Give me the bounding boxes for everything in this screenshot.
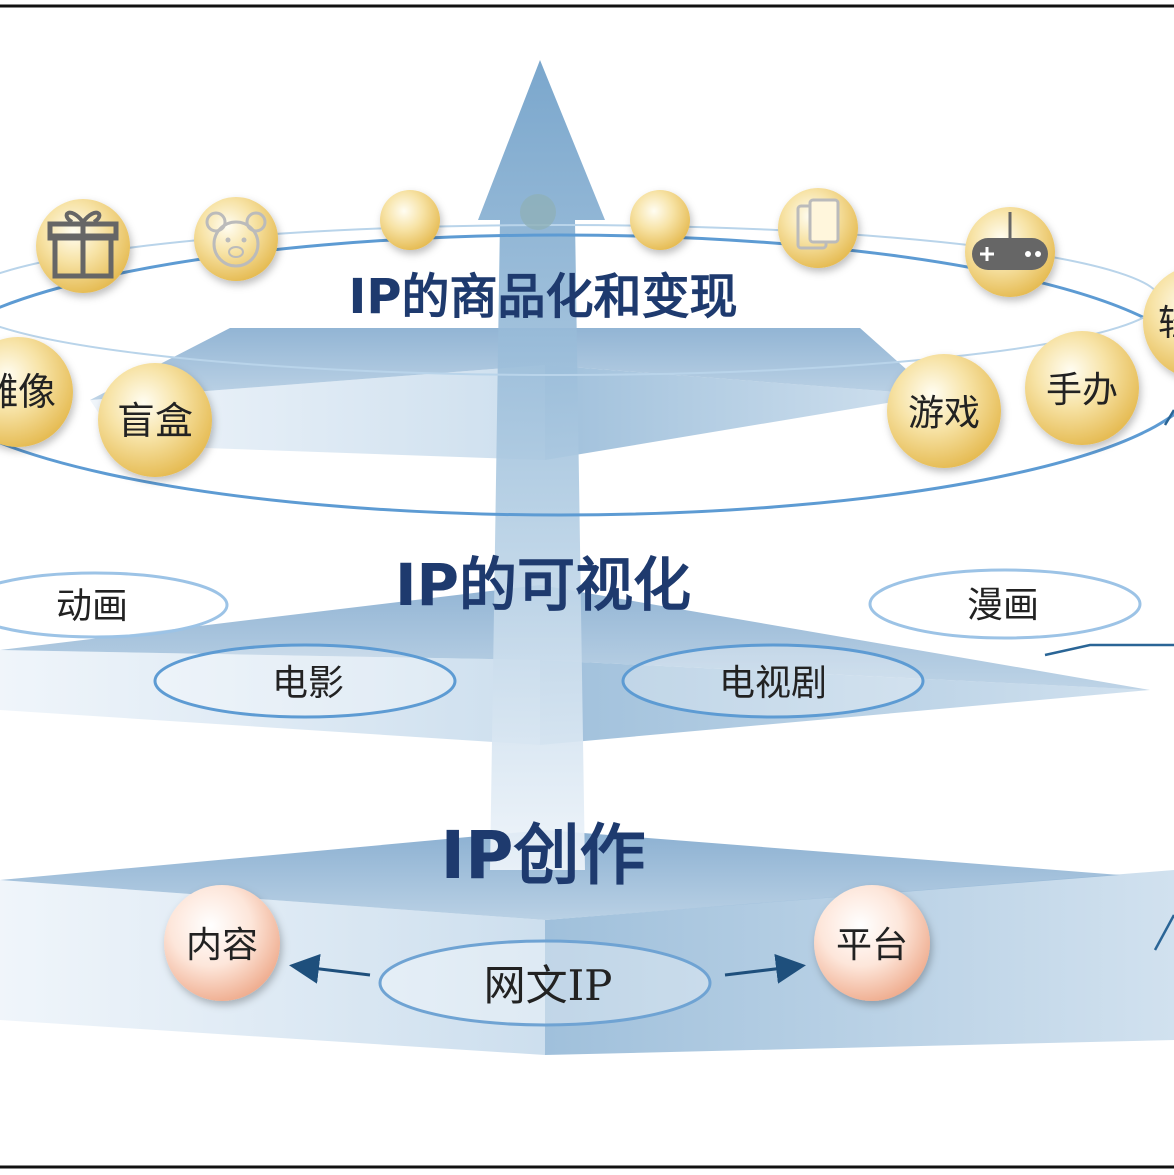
tv-series-label: 电视剧 [719,663,827,704]
light-label: 轻 [1158,303,1174,344]
blank-coin-icon [520,194,556,230]
platform-label: 平台 [836,925,908,966]
animation-label: 动画 [56,586,128,627]
movie-ellipse [153,643,457,719]
blank-coin-icon [380,190,440,250]
arrow-to-content [289,953,371,984]
movie-label: 电影 [272,663,344,704]
game-label: 游戏 [908,393,980,434]
connector-line [1163,409,1174,426]
visualization-title: IP的可视化 [395,551,691,619]
figure-coin: 手办 [1025,331,1139,445]
figure-label: 手办 [1046,370,1118,411]
connector-line [1044,643,1174,657]
arrow-to-platform [724,953,806,984]
statue-coin: 雕像 [0,337,73,447]
web-novel-label: 网文IP [484,961,613,1010]
game-coin: 游戏 [887,354,1001,468]
commercial-orbit-ring [0,233,1174,517]
statue-label: 雕像 [0,370,56,414]
tv-series-ellipse [621,643,925,719]
comic-label: 漫画 [967,585,1039,626]
blank-coin-icon [630,190,690,250]
connector-line [1153,914,1174,951]
web-novel-ellipse [378,939,712,1027]
gift-icon [36,199,130,293]
commercialization-title: IP的商品化和变现 [348,269,737,325]
animation-ellipse [0,571,229,639]
light-coin: 轻 [1143,271,1174,373]
bear-icon [194,197,278,281]
creation-title: IP创作 [441,817,646,894]
platform-coin: 平台 [814,885,930,1001]
blindbox-label: 盲盒 [117,399,193,443]
content-label: 内容 [186,925,258,966]
cards-icon [778,188,858,268]
blindbox-coin: 盲盒 [98,363,212,477]
gamepad-icon [965,207,1055,297]
comic-ellipse [868,568,1142,640]
growth-arrow [478,60,605,870]
content-coin: 内容 [164,885,280,1001]
